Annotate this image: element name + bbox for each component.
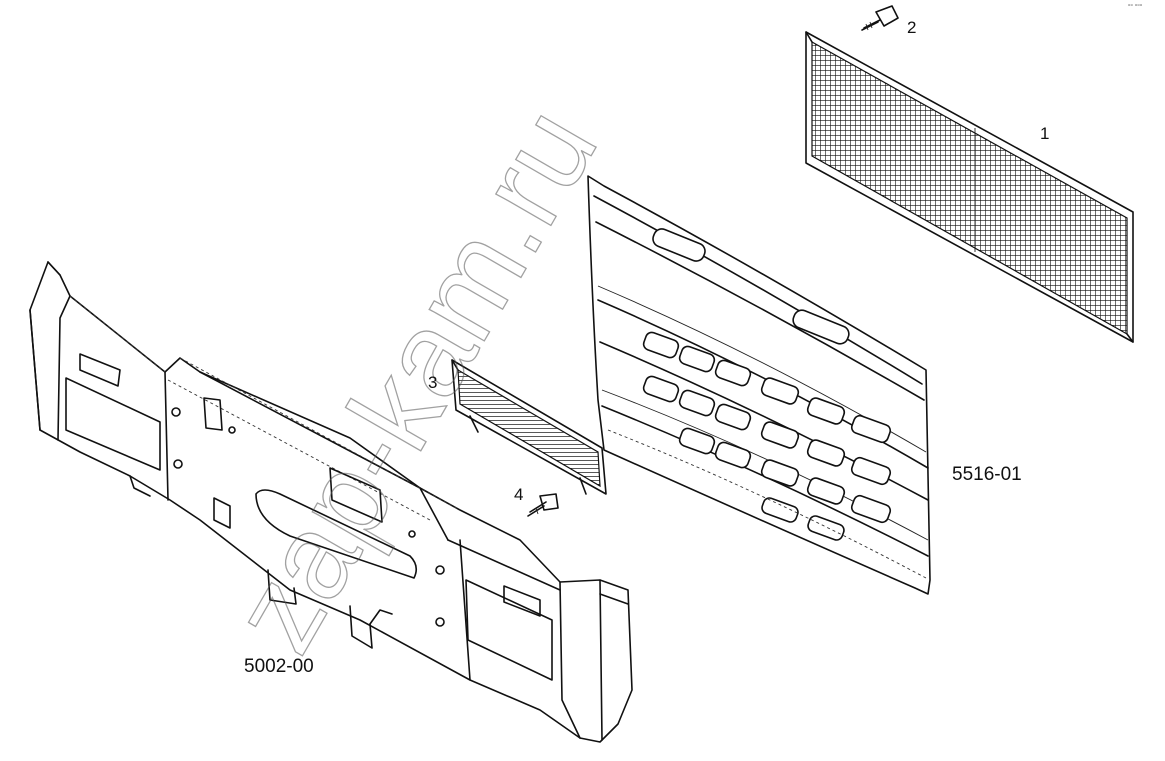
callout-3: 3 [428, 373, 437, 392]
part-2-screw [861, 5, 899, 31]
grille-panel-5516-01 [587, 175, 931, 595]
callout-2: 2 [907, 18, 916, 37]
part-4-screw [527, 493, 559, 517]
assembly-code-bumper: 5002-00 [244, 656, 314, 677]
callout-1: 1 [1040, 124, 1049, 143]
bumper-5002-00 [29, 261, 633, 743]
grille-openings [642, 331, 892, 541]
callout-4: 4 [514, 485, 523, 504]
part-1-mesh-screen [805, 31, 1134, 343]
part-3-small-grille [451, 359, 607, 495]
corner-mark: ᵒᵒ ᵒᵒᵒ [1128, 3, 1143, 10]
assembly-code-grille: 5516-01 [952, 464, 1022, 485]
